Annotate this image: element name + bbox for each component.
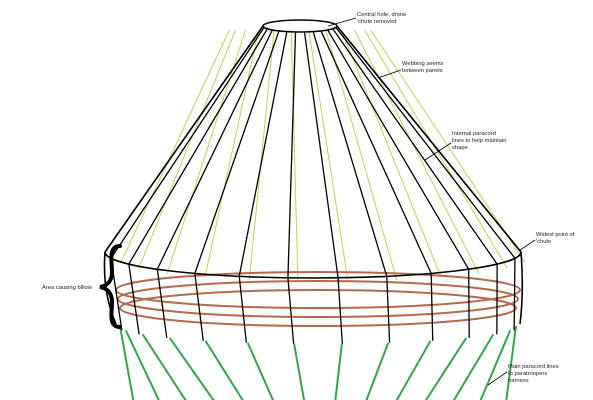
internal-line	[290, 29, 299, 282]
webbing-seam	[156, 29, 273, 270]
internal-line	[325, 29, 398, 281]
billow-band	[117, 280, 519, 318]
webbing-seam	[194, 30, 280, 274]
main-line	[365, 342, 390, 400]
skirt-seam	[513, 258, 516, 331]
main-line	[479, 329, 512, 400]
webbing-seam	[312, 31, 388, 277]
main-line	[452, 333, 495, 400]
webbing-seam	[238, 31, 288, 277]
webbing-seam	[327, 29, 470, 270]
label-internal-paracord: Internal paracord lines to help maintain…	[452, 131, 508, 151]
main-line	[505, 325, 517, 400]
internal-line	[354, 29, 480, 274]
main-line	[168, 337, 215, 400]
main-line	[293, 343, 306, 400]
webbing-seam	[128, 28, 268, 265]
webbing-seam	[336, 25, 522, 253]
webbing-seam	[287, 31, 297, 278]
skirt-seam	[156, 269, 168, 339]
label-webbing-seams: Webbing seems between panels	[402, 61, 445, 74]
billow-bands	[115, 271, 521, 327]
main-line	[141, 333, 187, 400]
skirt-seam	[238, 276, 248, 343]
label-main-paracord: Main paracord lines to paratroopers harn…	[508, 364, 560, 384]
canopy-outline	[103, 19, 524, 344]
webbing-seam	[104, 25, 264, 253]
main-line	[119, 325, 135, 400]
main-line	[246, 342, 275, 400]
main-line	[204, 340, 244, 400]
leader-widest-point	[519, 239, 536, 251]
internal-line	[204, 29, 260, 278]
webbing-seam	[332, 28, 498, 265]
leader-central-hole	[327, 17, 357, 27]
skirt-seam	[468, 269, 470, 338]
webbing-seam	[303, 31, 339, 278]
internal-line	[248, 29, 275, 281]
internal-line	[340, 29, 442, 278]
internal-line	[364, 29, 508, 269]
main-paracord-lines	[119, 325, 517, 400]
main-line	[334, 343, 343, 400]
internal-line	[308, 29, 349, 282]
main-line	[395, 340, 432, 400]
skirt-seam	[128, 263, 140, 335]
main-line	[424, 337, 468, 400]
skirt-seam	[337, 277, 343, 344]
billow-band	[119, 289, 517, 327]
leader-main-lines	[487, 371, 508, 386]
skirt-seam	[386, 276, 391, 343]
internal-line	[120, 29, 230, 263]
leader-internal-lines	[424, 142, 452, 161]
skirt-seam	[287, 277, 295, 344]
main-line	[124, 329, 160, 400]
leader-webbing	[377, 69, 402, 79]
canopy-rim	[104, 251, 522, 279]
central-hole	[262, 19, 338, 33]
annotation-leaders	[327, 17, 536, 386]
label-widest-point: Widest point of 'chute	[536, 232, 576, 245]
internal-line	[370, 29, 526, 263]
webbing-seam	[335, 27, 516, 259]
billow-brace	[99, 244, 122, 329]
billow-brace-shape	[99, 244, 122, 329]
skirt-seam	[194, 273, 204, 341]
label-billow-area: Area causing billow	[42, 285, 93, 291]
skirt-seam	[430, 273, 434, 341]
internal-paracord-lines	[120, 29, 526, 282]
skirt-right-edge	[519, 251, 524, 325]
webbing-seam	[110, 27, 265, 259]
webbing-seam	[320, 30, 432, 274]
label-central-hole: Central hole, drone 'chute removed	[357, 12, 408, 25]
internal-line	[138, 29, 237, 269]
